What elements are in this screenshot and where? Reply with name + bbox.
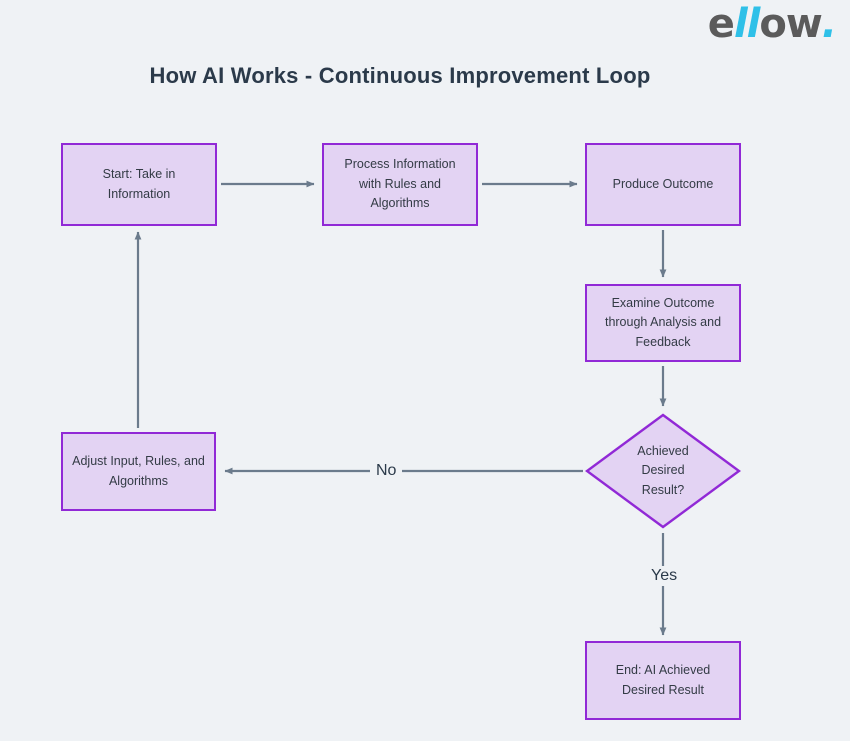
node-decision-achieved-desired-result[interactable]: Achieved Desired Result?: [585, 413, 741, 529]
node-end-label: End: AI Achieved Desired Result: [615, 663, 711, 697]
node-adjust-input[interactable]: Adjust Input, Rules, and Algorithms: [61, 432, 216, 511]
edge-label-no: No: [370, 461, 403, 481]
node-end-ai-achieved[interactable]: End: AI Achieved Desired Result: [585, 641, 741, 720]
logo-part-dot: .: [821, 1, 837, 47]
page-title: How AI Works - Continuous Improvement Lo…: [149, 63, 651, 88]
node-produce-outcome[interactable]: Produce Outcome: [585, 143, 741, 226]
logo-part-e: e: [707, 1, 735, 47]
node-produce-label: Produce Outcome: [612, 176, 714, 191]
edge-label-yes: Yes: [645, 566, 684, 586]
node-start-label: Start: Take in Information: [102, 167, 176, 201]
node-process-label: Process Information with Rules and Algor…: [344, 157, 456, 211]
logo-part-ow: ow: [759, 1, 822, 47]
node-examine-label: Examine Outcome through Analysis and Fee…: [604, 295, 722, 349]
diamond-shape: [585, 413, 741, 529]
node-decision-label: Achieved Desired Result?: [637, 443, 689, 497]
ellow-logo: ellow.: [707, 1, 837, 47]
logo-part-ll: ll: [733, 1, 760, 47]
node-process-information[interactable]: Process Information with Rules and Algor…: [322, 143, 478, 226]
node-start[interactable]: Start: Take in Information: [61, 143, 217, 226]
node-examine-outcome[interactable]: Examine Outcome through Analysis and Fee…: [585, 284, 741, 362]
node-adjust-label: Adjust Input, Rules, and Algorithms: [72, 454, 205, 488]
